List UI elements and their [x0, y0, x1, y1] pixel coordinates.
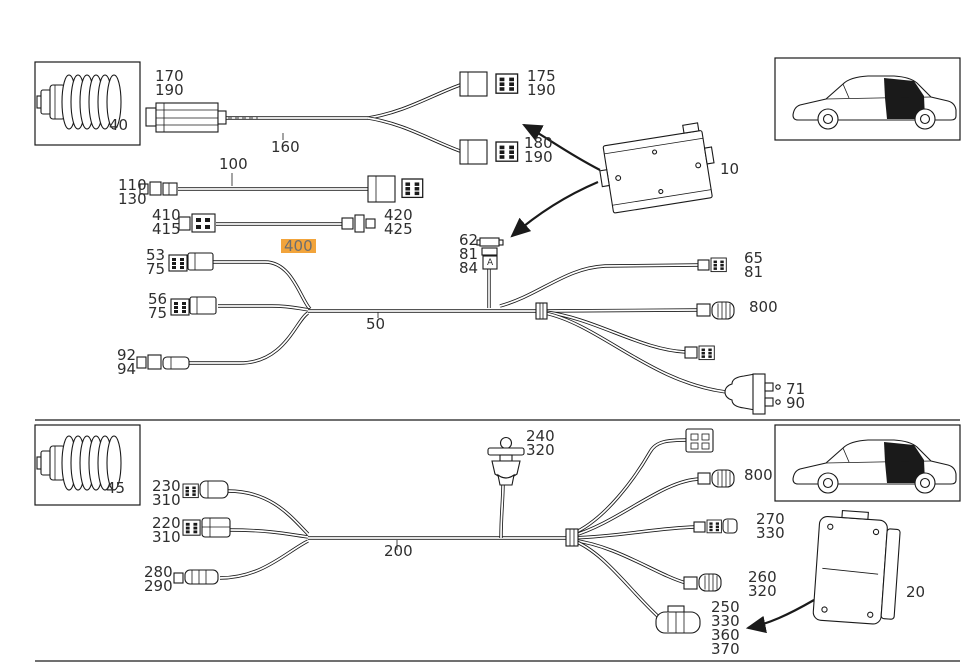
part-number-160[interactable]: 160 — [271, 138, 300, 156]
part-number-110[interactable]: 110 — [118, 176, 147, 194]
connector-260-320 — [683, 573, 722, 592]
part-number-800[interactable]: 800 — [744, 466, 773, 484]
part-number-45[interactable]: 45 — [106, 479, 126, 497]
part-number-180[interactable]: 180 — [524, 134, 553, 152]
part-number-250[interactable]: 250 — [711, 598, 740, 616]
connector-800-top — [696, 301, 735, 320]
callout-ticks-top — [231, 133, 379, 318]
connector-410-415 — [178, 213, 216, 233]
part-number-360[interactable]: 360 — [711, 626, 740, 644]
connector-mid-branch — [684, 345, 715, 361]
connector-92-94 — [136, 354, 190, 370]
connector-175-190 — [459, 71, 519, 97]
tape-wrap-junction-top — [535, 302, 548, 320]
part-number-53[interactable]: 53 — [146, 246, 166, 264]
connector-800-bottom — [697, 469, 735, 488]
part-number-220[interactable]: 220 — [152, 514, 181, 532]
part-number-230[interactable]: 230 — [152, 477, 181, 495]
part-number-20[interactable]: 20 — [906, 583, 926, 601]
connector-230-310 — [182, 480, 229, 499]
connector-square-top — [685, 428, 714, 453]
part-number-190[interactable]: 190 — [524, 148, 553, 166]
part-number-84[interactable]: 84 — [459, 259, 479, 277]
part-number-370[interactable]: 370 — [711, 640, 740, 658]
harness-50-cables — [186, 260, 728, 394]
boot-40-inset — [34, 61, 141, 146]
part-number-320[interactable]: 320 — [748, 582, 777, 600]
car-location-inset-bottom — [774, 424, 961, 502]
part-number-65[interactable]: 65 — [744, 249, 764, 267]
car-side-icon — [792, 75, 957, 130]
tape-wrap-junction-bottom — [565, 528, 579, 547]
part-number-190[interactable]: 190 — [155, 81, 184, 99]
control-unit-20 — [812, 509, 901, 625]
part-number-175[interactable]: 175 — [527, 67, 556, 85]
mount-71-90 — [724, 373, 781, 415]
boot-45-inset — [34, 424, 141, 506]
part-number-75[interactable]: 75 — [148, 304, 168, 322]
part-number-330[interactable]: 330 — [756, 524, 785, 542]
connector-56-75 — [170, 296, 217, 316]
part-marking-A: A — [487, 258, 494, 268]
part-number-100[interactable]: 100 — [219, 155, 248, 173]
arrow-unit-20-to-connector-250 — [745, 599, 815, 634]
part-number-320[interactable]: 320 — [526, 441, 555, 459]
part-number-425[interactable]: 425 — [384, 220, 413, 238]
part-number-62[interactable]: 62 — [459, 231, 479, 249]
part-number-200[interactable]: 200 — [384, 542, 413, 560]
part-number-81[interactable]: 81 — [459, 245, 479, 263]
arrow-amplifier-to-cables — [522, 123, 601, 171]
harness-200-cables — [218, 438, 702, 622]
part-number-280[interactable]: 280 — [144, 563, 173, 581]
part-number-94[interactable]: 94 — [117, 360, 137, 378]
part-number-56[interactable]: 56 — [148, 290, 168, 308]
part-number-260[interactable]: 260 — [748, 568, 777, 586]
part-number-71[interactable]: 71 — [786, 380, 806, 398]
car-side-icon — [792, 439, 957, 494]
connector-220-310 — [182, 517, 231, 538]
part-number-40[interactable]: 40 — [109, 116, 129, 134]
part-number-75[interactable]: 75 — [146, 260, 166, 278]
part-number-130[interactable]: 130 — [118, 190, 147, 208]
connector-420-425 — [341, 214, 376, 233]
part-number-10[interactable]: 10 — [720, 160, 740, 178]
connector-53-75 — [168, 252, 214, 272]
connector-110-130 — [139, 181, 178, 196]
arrow-amplifier-to-part-62 — [510, 180, 599, 238]
connector-180-190 — [459, 139, 519, 165]
part-number-190[interactable]: 190 — [527, 81, 556, 99]
clamp-240-320 — [487, 436, 525, 486]
part-number-290[interactable]: 290 — [144, 577, 173, 595]
amplifier-unit-10 — [599, 122, 715, 214]
part-number-410[interactable]: 410 — [152, 206, 181, 224]
connector-100-end — [367, 175, 424, 203]
part-number-50[interactable]: 50 — [366, 315, 386, 333]
part-number-415[interactable]: 415 — [152, 220, 181, 238]
part-number-420[interactable]: 420 — [384, 206, 413, 224]
part-62-81-84 — [476, 237, 504, 270]
part-number-310[interactable]: 310 — [152, 528, 181, 546]
part-number-310[interactable]: 310 — [152, 491, 181, 509]
part-number-170[interactable]: 170 — [155, 67, 184, 85]
part-number-81[interactable]: 81 — [744, 263, 764, 281]
connector-250-330 — [655, 605, 701, 634]
part-number-400[interactable]: 400 — [281, 239, 316, 254]
part-number-330[interactable]: 330 — [711, 612, 740, 630]
car-location-inset-top — [774, 57, 961, 141]
connector-170-190 — [145, 102, 258, 133]
connector-280-290 — [173, 569, 219, 585]
part-number-240[interactable]: 240 — [526, 427, 555, 445]
connector-270-330 — [693, 518, 738, 534]
part-number-92[interactable]: 92 — [117, 346, 137, 364]
part-number-800[interactable]: 800 — [749, 298, 778, 316]
connector-65-81 — [697, 257, 727, 273]
part-number-90[interactable]: 90 — [786, 394, 806, 412]
part-number-270[interactable]: 270 — [756, 510, 785, 528]
